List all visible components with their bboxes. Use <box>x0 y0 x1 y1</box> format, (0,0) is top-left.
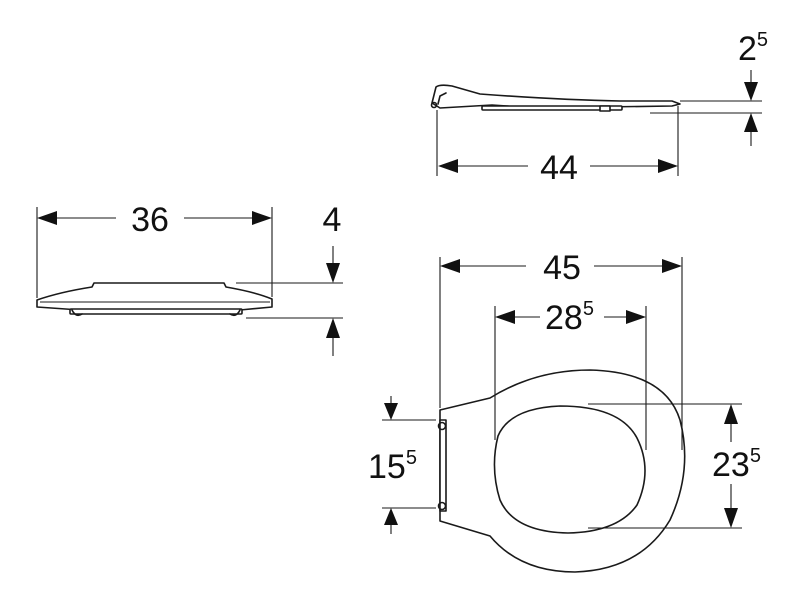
hinge-hole-bottom <box>437 501 447 511</box>
dimension-23-5: 235 <box>712 404 761 528</box>
dimension-45: 45 <box>440 249 682 287</box>
dim-44-label: 44 <box>540 149 578 187</box>
hinge-hole-top <box>437 421 447 431</box>
dim-2-5-sup: 5 <box>757 29 768 51</box>
dimension-4: 4 <box>323 201 342 356</box>
dimension-2-5: 25 <box>738 29 768 146</box>
svg-text:45: 45 <box>543 249 581 287</box>
dim-15-5-sup: 5 <box>406 447 417 469</box>
dimension-28-5: 285 <box>495 298 646 337</box>
dim-15-5-main: 15 <box>368 448 406 486</box>
svg-text:44: 44 <box>540 149 578 187</box>
svg-text:155: 155 <box>368 447 417 486</box>
svg-text:36: 36 <box>131 201 169 239</box>
seat-side-profile <box>430 84 681 112</box>
dim-28-5-main: 28 <box>545 299 583 337</box>
svg-text:25: 25 <box>738 29 768 68</box>
dimension-36: 36 <box>37 201 272 239</box>
dimension-15-5: 155 <box>368 396 417 534</box>
dim-28-5-sup: 5 <box>583 298 594 320</box>
svg-text:4: 4 <box>323 201 342 239</box>
svg-text:285: 285 <box>545 298 594 337</box>
seat-plan-view <box>437 369 686 573</box>
dim-23-5-main: 23 <box>712 446 750 484</box>
cover-side-view <box>36 282 273 317</box>
dim-45-label: 45 <box>543 249 581 287</box>
dim-23-5-sup: 5 <box>750 445 761 467</box>
svg-text:235: 235 <box>712 445 761 484</box>
dim-36-label: 36 <box>131 201 169 239</box>
dimension-44: 44 <box>438 149 678 187</box>
dim-4-label: 4 <box>323 201 342 239</box>
dim-2-5-main: 2 <box>738 30 757 68</box>
